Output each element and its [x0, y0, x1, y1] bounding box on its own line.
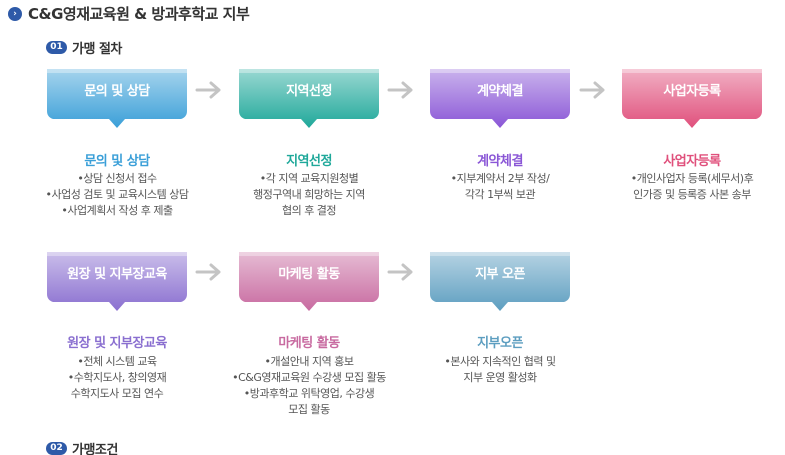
arrow-right-icon [387, 80, 415, 100]
step-box: 원장 및 지부장교육 [45, 250, 189, 312]
arrow-right-icon [579, 80, 607, 100]
step-description-line: •개인사업자 등록(세무서)후 [630, 172, 754, 185]
step-description-line: •C&G영재교육원 수강생 모집 활동 [232, 371, 386, 384]
step-description-line: 모집 활동 [288, 403, 330, 416]
step-description-line: 인가증 및 등록증 사본 송부 [633, 188, 751, 201]
step-description-line: 각각 1부씩 보관 [464, 188, 536, 201]
step-box-label: 원장 및 지부장교육 [67, 267, 167, 282]
step-description-line: •본사와 지속적인 협력 및 [444, 355, 556, 368]
step-box-label: 마케팅 활동 [278, 267, 340, 282]
page-title-text: C&G영재교육원 & 방과후학교 지부 [28, 5, 250, 23]
step-description-line: 수학지도사 모집 연수 [70, 387, 164, 400]
arrow-right-icon [195, 262, 223, 282]
arrow-right-icon [195, 80, 223, 100]
step-title: 지부오픈 [477, 336, 523, 351]
step-description-line: •사업계획서 작성 후 제출 [61, 204, 173, 217]
step-description-line: •방과후학교 위탁영업, 수강생 [243, 387, 375, 400]
step-title: 원장 및 지부장교육 [67, 336, 167, 351]
step-box: 계약체결 [428, 67, 572, 129]
section-label: 가맹 절차 [72, 42, 122, 57]
step-box-label: 사업자등록 [663, 84, 721, 99]
step-box: 사업자등록 [620, 67, 764, 129]
step-description-line: •상담 신청서 접수 [77, 172, 157, 185]
step-description-line: 행정구역내 희망하는 지역 [253, 188, 365, 201]
step-box-label: 계약체결 [477, 84, 523, 99]
step-box: 지역선정 [237, 67, 381, 129]
step-description-line: 협의 후 결정 [281, 204, 337, 217]
section-header-conditions: 02 가맹조건 [46, 439, 118, 455]
step-title: 지역선정 [286, 154, 332, 169]
page-title: › C&G영재교육원 & 방과후학교 지부 [8, 3, 250, 24]
step-description-line: •지부계약서 2부 작성/ [450, 172, 550, 185]
step-description-line: •각 지역 교육지원청별 [259, 172, 359, 185]
step-box: 지부 오픈 [428, 250, 572, 312]
step-box-label: 문의 및 상담 [84, 84, 150, 99]
section-number-badge: 01 [46, 41, 67, 54]
step-description: •개설안내 지역 홍보 •C&G영재교육원 수강생 모집 활동 •방과후학교 위탁영… [219, 354, 399, 418]
step-description-line: •개설안내 지역 홍보 [264, 355, 354, 368]
arrow-right-icon [387, 262, 415, 282]
step-description-line: •수학지도사, 창의영재 [67, 371, 167, 384]
step-box-label: 지부 오픈 [475, 267, 525, 282]
section-label: 가맹조건 [72, 443, 118, 455]
step-description: •지부계약서 2부 작성/각각 1부씩 보관 [410, 171, 590, 203]
chevron-right-icon: › [8, 6, 22, 21]
step-title: 사업자등록 [663, 154, 721, 169]
step-description-line: 지부 운영 활성화 [463, 371, 537, 384]
step-description: •상담 신청서 접수 •사업성 검토 및 교육시스템 상담 •사업계획서 작성 후 … [27, 171, 207, 219]
step-title: 계약체결 [477, 154, 523, 169]
step-box: 문의 및 상담 [45, 67, 189, 129]
step-description-line: •전체 시스템 교육 [77, 355, 157, 368]
step-description-line: •사업성 검토 및 교육시스템 상담 [45, 188, 189, 201]
step-title: 마케팅 활동 [278, 336, 340, 351]
section-header-procedure: 01 가맹 절차 [46, 38, 122, 57]
step-title: 문의 및 상담 [84, 154, 150, 169]
section-number-badge: 02 [46, 442, 67, 455]
step-box: 마케팅 활동 [237, 250, 381, 312]
step-box-label: 지역선정 [286, 84, 332, 99]
